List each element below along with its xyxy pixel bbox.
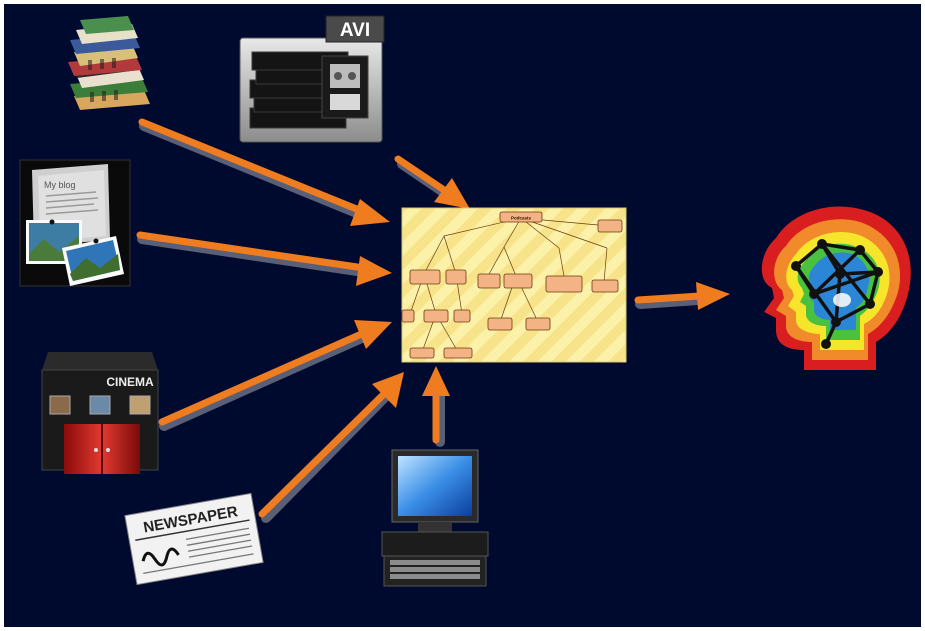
arrows (136, 118, 730, 523)
concept-node (453, 309, 471, 323)
arrow-books-to-map (138, 118, 390, 226)
newspaper-icon: NEWSPAPER (124, 492, 264, 586)
concept-node (445, 269, 467, 285)
concept-map-root-label: Podcasts (511, 216, 532, 221)
concept-node (423, 309, 449, 323)
concept-node (443, 347, 473, 359)
avi-label: AVI (340, 20, 370, 41)
concept-node (401, 309, 415, 323)
concept-node (477, 273, 501, 289)
arrow-cinema-to-map (158, 320, 392, 431)
blog-icon: My blog (19, 159, 131, 287)
arrow-map-to-head (634, 282, 730, 310)
concept-map-links (409, 217, 610, 353)
video-tapes-icon: AVI (239, 15, 385, 143)
concept-node (409, 347, 435, 359)
books-icon (68, 16, 150, 110)
cinema-label: CINEMA (106, 375, 154, 389)
concept-node (591, 279, 619, 293)
cinema-icon: CINEMA (41, 352, 159, 474)
arrow-blog-to-map (136, 231, 392, 286)
brain-head-icon (761, 206, 911, 370)
arrow-newspaper-to-map (258, 372, 404, 523)
concept-node (545, 275, 583, 293)
concept-node (525, 317, 551, 331)
concept-node (597, 219, 623, 233)
arrow-video-to-map (394, 155, 470, 209)
concept-node (409, 269, 441, 285)
concept-node (503, 273, 533, 289)
concept-node (499, 211, 543, 223)
concept-map-nodes (401, 211, 623, 359)
computer-icon (381, 449, 489, 587)
blog-title: My blog (44, 180, 76, 190)
concept-map: Podcasts (401, 207, 627, 363)
diagram-canvas: AVI My blog CINEMA NEWSPAPER (4, 4, 921, 627)
arrow-computer-to-map (422, 366, 450, 447)
concept-node (487, 317, 513, 331)
